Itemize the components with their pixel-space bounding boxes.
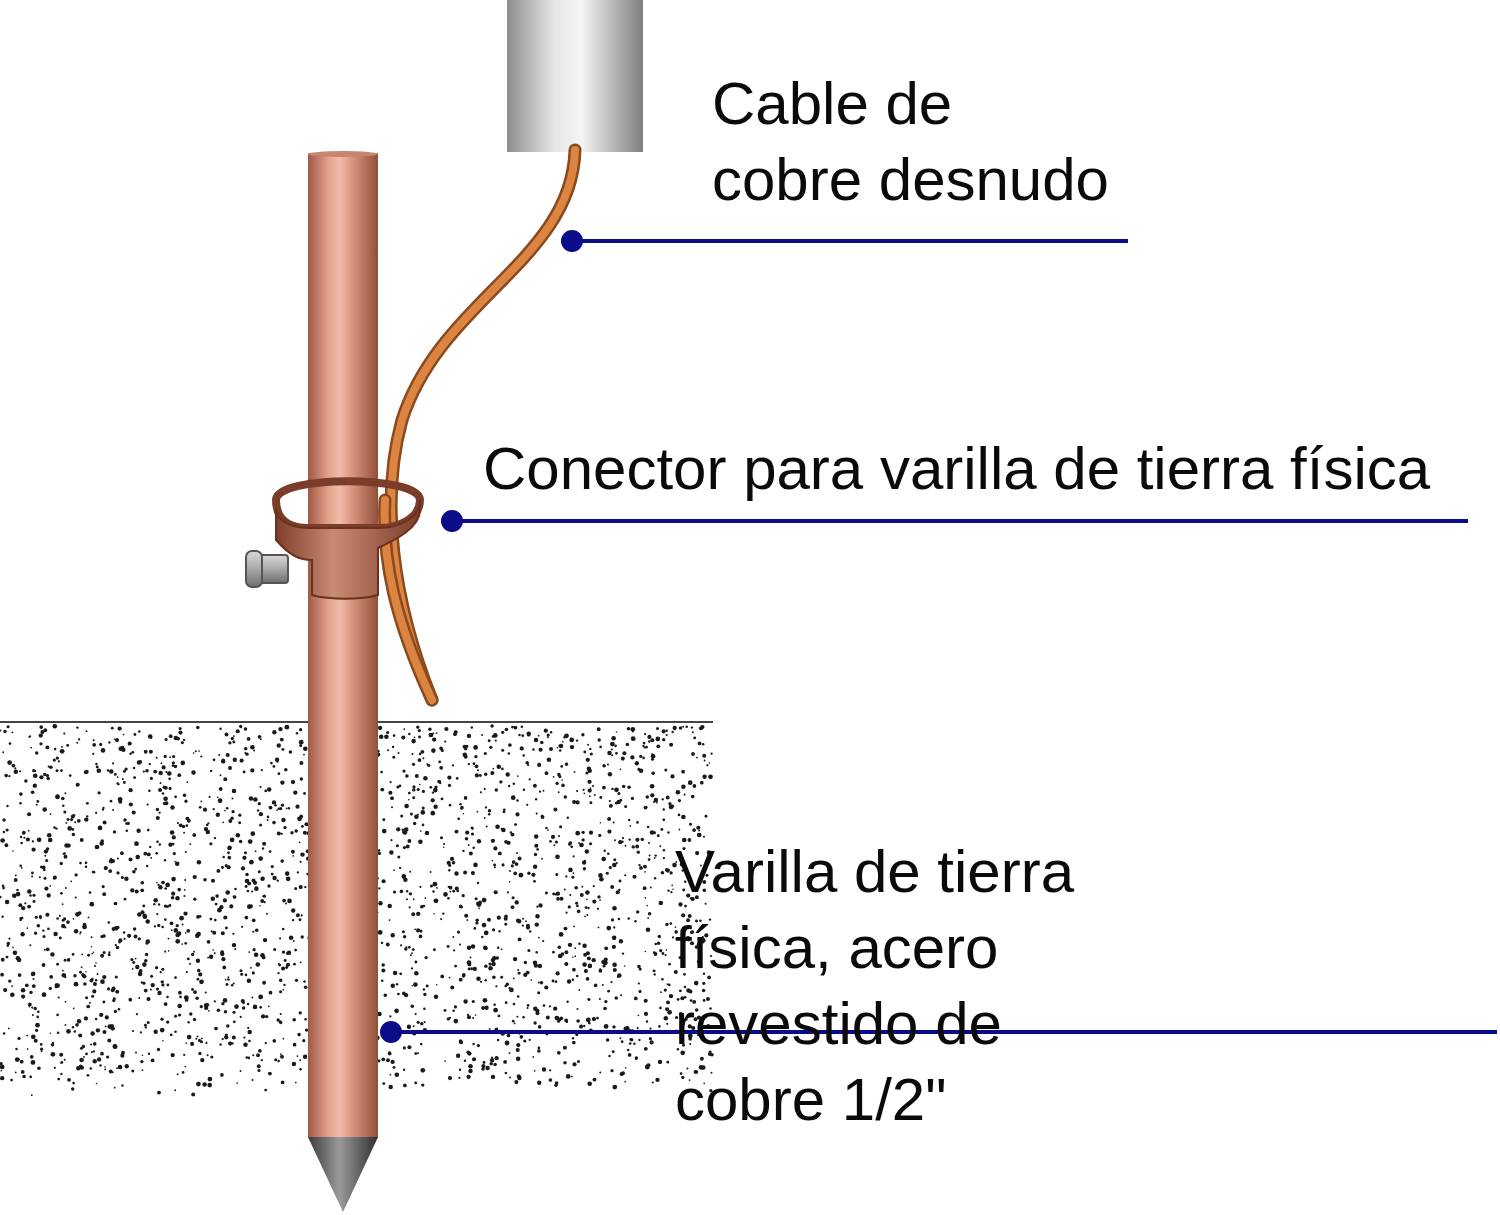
- rod-top: [308, 151, 378, 157]
- leader-dot: [441, 510, 463, 532]
- screw-head: [246, 551, 262, 587]
- callout-label: Varilla de tierra física, acero revestid…: [675, 834, 1187, 1138]
- copper-wire: [391, 150, 575, 700]
- callout-label: Conector para varilla de tierra física: [483, 431, 1430, 507]
- copper-wire-outline: [391, 150, 575, 700]
- cable-housing: [507, 0, 643, 152]
- leader-line: [452, 519, 1468, 523]
- leader-dot: [380, 1021, 402, 1043]
- leader-line: [572, 239, 1128, 243]
- clamp-ring: [276, 481, 420, 528]
- rod-tip: [308, 1137, 378, 1212]
- leader-dot: [561, 230, 583, 252]
- clamp-body: [276, 500, 420, 599]
- ground-rod: [308, 153, 378, 1138]
- callout-label: Cable de cobre desnudo: [712, 66, 1118, 218]
